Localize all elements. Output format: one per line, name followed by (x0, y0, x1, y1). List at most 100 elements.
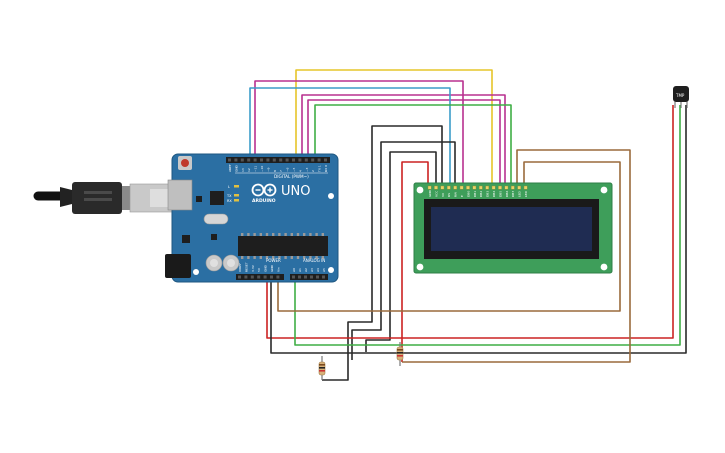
power-pin-holes[interactable] (238, 275, 280, 279)
usb-cable[interactable] (33, 182, 181, 214)
digital-pin-hole[interactable] (266, 158, 270, 162)
digital-pin-hole[interactable] (304, 158, 308, 162)
wire-red-lcd[interactable] (401, 161, 429, 362)
wire-magenta-2[interactable] (301, 94, 506, 188)
wire-black-3[interactable] (365, 151, 437, 352)
power-pin-label: Vin (276, 267, 280, 272)
digital-pin-hole[interactable] (247, 158, 251, 162)
lcd-pin[interactable] (427, 185, 432, 190)
digital-pin-hole[interactable] (317, 158, 321, 162)
analog-header (290, 274, 328, 280)
lcd-pin[interactable] (504, 185, 509, 190)
lcd-pin[interactable] (479, 185, 483, 190)
digital-pin-hole[interactable] (260, 158, 263, 162)
lcd-pin[interactable] (498, 185, 502, 190)
digital-pin-label: 2 (311, 170, 315, 172)
power-pin-hole[interactable] (238, 275, 241, 279)
led-rx (234, 199, 239, 202)
lcd-pin[interactable] (523, 185, 528, 190)
wire-red-5v[interactable] (266, 105, 674, 339)
lcd-pin[interactable] (491, 185, 496, 190)
wire-magenta-1[interactable] (254, 80, 464, 188)
arduino-logo-icon (251, 183, 277, 197)
analog-pin-label: A5 (322, 268, 326, 272)
lcd-pin-label: LED (524, 190, 528, 197)
digital-pin-hole[interactable] (272, 158, 276, 162)
power-pin-hole[interactable] (276, 275, 280, 279)
analog-pin-hole[interactable] (292, 275, 295, 279)
lcd-pin-label: GND (428, 189, 432, 197)
lcd-pin-label: RW (454, 192, 458, 197)
analog-pin-hole[interactable] (298, 275, 301, 279)
wire-black-gnd[interactable] (270, 105, 687, 354)
lcd-pin[interactable] (485, 185, 490, 190)
lcd-pin[interactable] (466, 185, 470, 190)
power-pin-hole[interactable] (244, 275, 248, 279)
led-label: L (228, 185, 230, 189)
analog-pin-hole[interactable] (304, 275, 307, 279)
analog-pin-hole[interactable] (322, 275, 325, 279)
wire-black-2[interactable] (351, 141, 456, 360)
digital-pin-hole[interactable] (298, 158, 302, 162)
usb-chip (210, 191, 224, 205)
lcd-pin[interactable] (434, 185, 438, 190)
wire-blue[interactable] (249, 87, 451, 188)
power-pin-hole[interactable] (257, 275, 261, 279)
digital-pin-label: ~9 (266, 167, 270, 172)
wire-green-sensor[interactable] (294, 105, 681, 346)
wire-black-1[interactable] (322, 125, 443, 381)
digital-pin-label: ~6 (286, 167, 290, 172)
digital-pin-hole[interactable] (324, 158, 327, 162)
analog-pin-hole[interactable] (310, 275, 313, 279)
analog-label: ANALOG IN (303, 258, 325, 263)
sensor-label: TMP (675, 93, 685, 98)
mounting-hole (600, 263, 608, 271)
atmega-chip (238, 236, 328, 256)
digital-pin-label: 8 (273, 170, 277, 172)
resistor-right[interactable] (396, 342, 404, 366)
lcd-pin-label: DB6 (505, 191, 509, 197)
digital-pin-hole[interactable] (279, 158, 283, 162)
led-label: RX (227, 199, 232, 203)
analog-pin-holes[interactable] (292, 275, 325, 279)
power-pin-label: 3.3V (251, 264, 255, 272)
wire-magenta-3[interactable] (307, 99, 501, 188)
wire-brown-1[interactable] (402, 149, 631, 363)
lcd-pin-label: VCC (434, 191, 438, 197)
digital-pin-hole[interactable] (311, 158, 315, 162)
lcd-pin[interactable] (453, 185, 458, 190)
resistor-left[interactable] (318, 356, 326, 380)
digital-pin-hole[interactable] (253, 158, 257, 162)
digital-pin-hole[interactable] (292, 158, 295, 162)
analog-pin-hole[interactable] (316, 275, 319, 279)
digital-pin-holes[interactable] (228, 158, 327, 162)
digital-pin-label: GND (234, 164, 238, 172)
digital-pin-hole[interactable] (240, 158, 244, 162)
lcd-pin[interactable] (447, 185, 451, 190)
digital-pin-hole[interactable] (228, 158, 231, 162)
power-pin-hole[interactable] (270, 275, 273, 279)
wire-yellow[interactable] (295, 69, 493, 188)
lcd-pin-label: DB2 (479, 191, 483, 197)
arduino-uno[interactable]: L TX RX UNO ARDUINO DIGITAL (PWM~) POWER… (165, 153, 339, 283)
analog-pin-label: A4 (316, 268, 320, 272)
lcd-pin[interactable] (511, 185, 515, 190)
wire-green-lcd[interactable] (314, 104, 512, 188)
power-pin-hole[interactable] (263, 275, 267, 279)
analog-pin-label: A2 (304, 268, 308, 272)
power-pin-hole[interactable] (250, 275, 254, 279)
lcd-pin[interactable] (459, 185, 464, 190)
led-label: TX (226, 194, 232, 198)
wire-brown-2[interactable] (277, 161, 621, 312)
lcd-pin-header[interactable] (427, 185, 528, 190)
lcd-pin[interactable] (472, 185, 477, 190)
lcd-pin[interactable] (440, 185, 445, 190)
lcd-pin[interactable] (517, 185, 521, 190)
digital-pin-hole[interactable] (285, 158, 289, 162)
digital-pin-hole[interactable] (234, 158, 238, 162)
temperature-sensor[interactable]: TMP (673, 86, 689, 108)
